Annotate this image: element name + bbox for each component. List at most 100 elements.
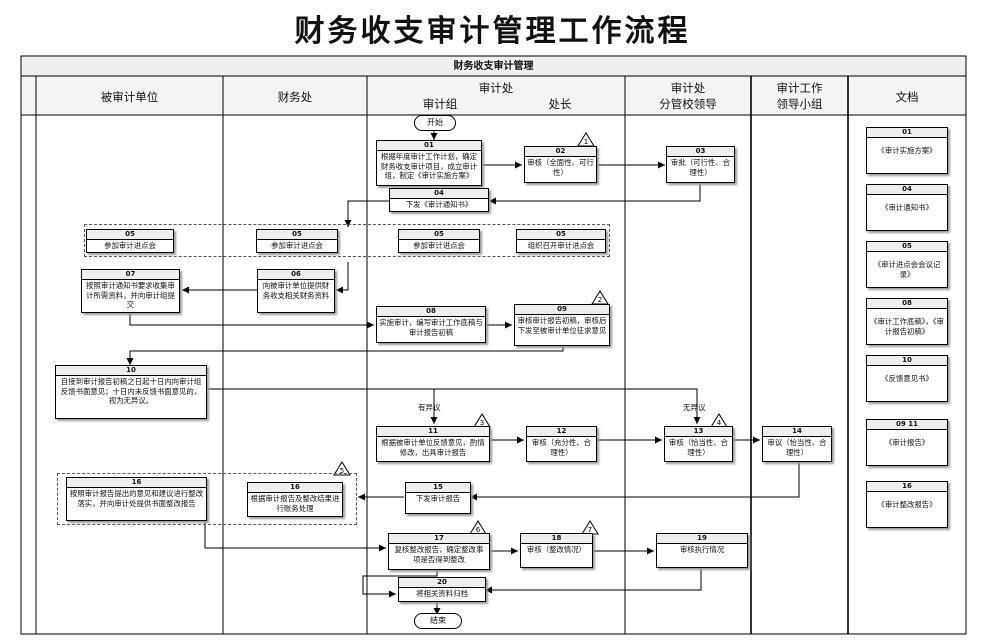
- step-number: 19: [657, 534, 747, 544]
- step-09: 09 审核审计报告初稿，审核后下发至被审计单位征求意见: [514, 304, 610, 346]
- step-text: 审核审计报告初稿，审核后下发至被审计单位征求意见: [517, 316, 607, 335]
- end-terminal: 结束: [414, 613, 462, 629]
- step-number: 16: [248, 483, 342, 493]
- branch-label-no-objection: 无异议: [683, 403, 706, 412]
- step-text: 下发《审计通知书》: [405, 200, 473, 209]
- step-07: 07 按照审计通知书要求收集审计所需资料，并向审计组提交: [81, 269, 180, 313]
- step-05-finance: 05 参加审计进点会: [256, 229, 338, 253]
- document-09-11: 09 11 《审计报告》: [866, 419, 948, 466]
- step-text: 审议（恰当性、合理性）: [767, 438, 827, 457]
- step-text: 审核执行情况: [679, 545, 725, 554]
- step-text: 实施审计，编写审计工作底稿与审计报告初稿: [379, 318, 483, 337]
- step-number: 07: [82, 270, 179, 280]
- step-03: 03 审批（可行性、合理性）: [666, 146, 735, 183]
- document-number: 04: [867, 185, 947, 195]
- document-number: 01: [867, 128, 947, 138]
- connector: [204, 520, 386, 552]
- step-number: 02: [525, 147, 596, 157]
- step-number: 18: [521, 534, 592, 544]
- document-text: 《审计通知书》: [881, 203, 933, 212]
- step-number: 14: [763, 427, 831, 437]
- step-number: 03: [667, 147, 734, 157]
- step-05-audit-group: 05 参加审计进点会: [398, 229, 480, 253]
- step-text: 将相关资料归档: [416, 589, 468, 598]
- step-05-audited: 05 参加审计进点会: [86, 229, 174, 253]
- step-10: 10 自接到审计报告初稿之日起十日内向审计组反馈书面意见；十日内未反馈书面意见的…: [55, 365, 207, 419]
- connector: [336, 262, 349, 294]
- step-text: 自接到审计报告初稿之日起十日内向审计组反馈书面意见；十日内未反馈书面意见的，视为…: [60, 377, 202, 406]
- step-text: 参加审计进点会: [104, 241, 156, 250]
- rectification-group: [57, 473, 357, 525]
- document-text: 《审计实施方案》: [877, 146, 937, 155]
- document-text: 《审计工作底稿》、《审计报告初稿》: [870, 317, 944, 336]
- step-text: 下发审计报告: [415, 494, 461, 503]
- document-number: 10: [867, 356, 947, 366]
- step-text: 向被审计单位提供财务收支相关财务资料: [262, 281, 330, 300]
- kickoff-meeting-group: [84, 224, 610, 257]
- step-08: 08 实施审计，编写审计工作底稿与审计报告初稿: [376, 306, 486, 343]
- step-text: 审核（充分性、合理性）: [531, 438, 592, 457]
- lane-docs: 文档: [895, 90, 919, 104]
- step-13: 13 审核（恰当性、合理性）: [664, 426, 733, 462]
- page-title: 财务收支审计管理工作流程: [294, 14, 691, 49]
- step-number: 05: [87, 230, 173, 240]
- step-number: 10: [56, 366, 206, 376]
- document-08: 08 《审计工作底稿》、《审计报告初稿》: [866, 298, 948, 345]
- lane-director: 处长: [548, 97, 572, 111]
- step-18: 18 审核（整改情况）: [520, 533, 593, 568]
- document-number: 16: [867, 482, 947, 492]
- step-17: 17 复核整改报告，确定整改事项是否得到整改: [388, 533, 490, 570]
- step-number: 20: [399, 578, 485, 588]
- step-number: 13: [665, 427, 732, 437]
- connector: [434, 388, 701, 424]
- connector: [129, 312, 374, 329]
- step-text: 按照审计通知书要求收集审计所需资料，并向审计组提交: [86, 281, 175, 310]
- step-04: 04 下发《审计通知书》: [389, 188, 489, 212]
- lane-finance: 财务处: [277, 90, 313, 104]
- step-06: 06 向被审计单位提供财务收支相关财务资料: [257, 269, 335, 313]
- step-text: 审核（恰当性、合理性）: [668, 438, 729, 457]
- step-number: 15: [406, 483, 470, 493]
- step-number: 04: [390, 189, 488, 199]
- step-text: 审核（整改情况）: [526, 545, 587, 554]
- pool-frame: [20, 55, 967, 635]
- step-05-director: 05 组织召开审计进点会: [516, 229, 606, 253]
- lane-audit-group: 审计组: [422, 97, 458, 111]
- step-02: 02 审核（全面性、可行性）: [524, 146, 597, 183]
- step-19: 19 审核执行情况: [656, 533, 748, 568]
- step-12: 12 审核（充分性、合理性）: [526, 426, 597, 462]
- connector: [126, 345, 564, 365]
- step-16-audited: 16 按照审计报告提出的意见和建议进行整改落实，并向审计处提供书面整改报告: [66, 477, 207, 521]
- document-text: 《审计整改报告》: [877, 500, 937, 509]
- document-text: 《反馈意见书》: [881, 374, 933, 383]
- risk-marker-label: 3: [480, 419, 484, 427]
- document-10: 10 《反馈意见书》: [866, 355, 948, 402]
- lane-vp-line2: 分管校领导: [659, 97, 717, 111]
- step-number: 17: [389, 534, 489, 544]
- step-number: 05: [399, 230, 479, 240]
- step-text: 按照审计报告提出的意见和建议进行整改落实，并向审计处提供书面整改报告: [69, 489, 204, 508]
- connector: [470, 459, 800, 501]
- step-number: 01: [377, 141, 481, 151]
- lane-vp-line1: 审计处: [670, 81, 706, 95]
- step-number: 09: [515, 305, 609, 315]
- risk-marker-label: 4: [717, 419, 722, 427]
- lane-leader-line1: 审计工作: [776, 81, 823, 95]
- step-number: 16: [67, 478, 206, 488]
- step-text: 组织召开审计进点会: [527, 241, 595, 250]
- document-04: 04 《审计通知书》: [866, 184, 948, 231]
- connector: [362, 569, 438, 598]
- step-11: 11 根据被审计单位反馈意见，酌情修改，出具审计报告: [376, 426, 490, 462]
- lane-audit-office: 审计处: [478, 81, 514, 95]
- document-05: 05 《审计进点会会议记录》: [866, 241, 948, 288]
- risk-marker-label: 7: [588, 526, 592, 534]
- step-14: 14 审议（恰当性、合理性）: [762, 426, 832, 462]
- step-16-finance: 16 根据审计报告及整改结果进行账务处理: [247, 482, 343, 517]
- lane-audited: 被审计单位: [100, 90, 159, 104]
- document-number: 08: [867, 299, 947, 309]
- start-terminal: 开始: [414, 115, 456, 131]
- branch-label-objection: 有异议: [418, 403, 441, 412]
- document-text: 《审计报告》: [884, 438, 930, 447]
- risk-marker-label: 1: [584, 138, 588, 146]
